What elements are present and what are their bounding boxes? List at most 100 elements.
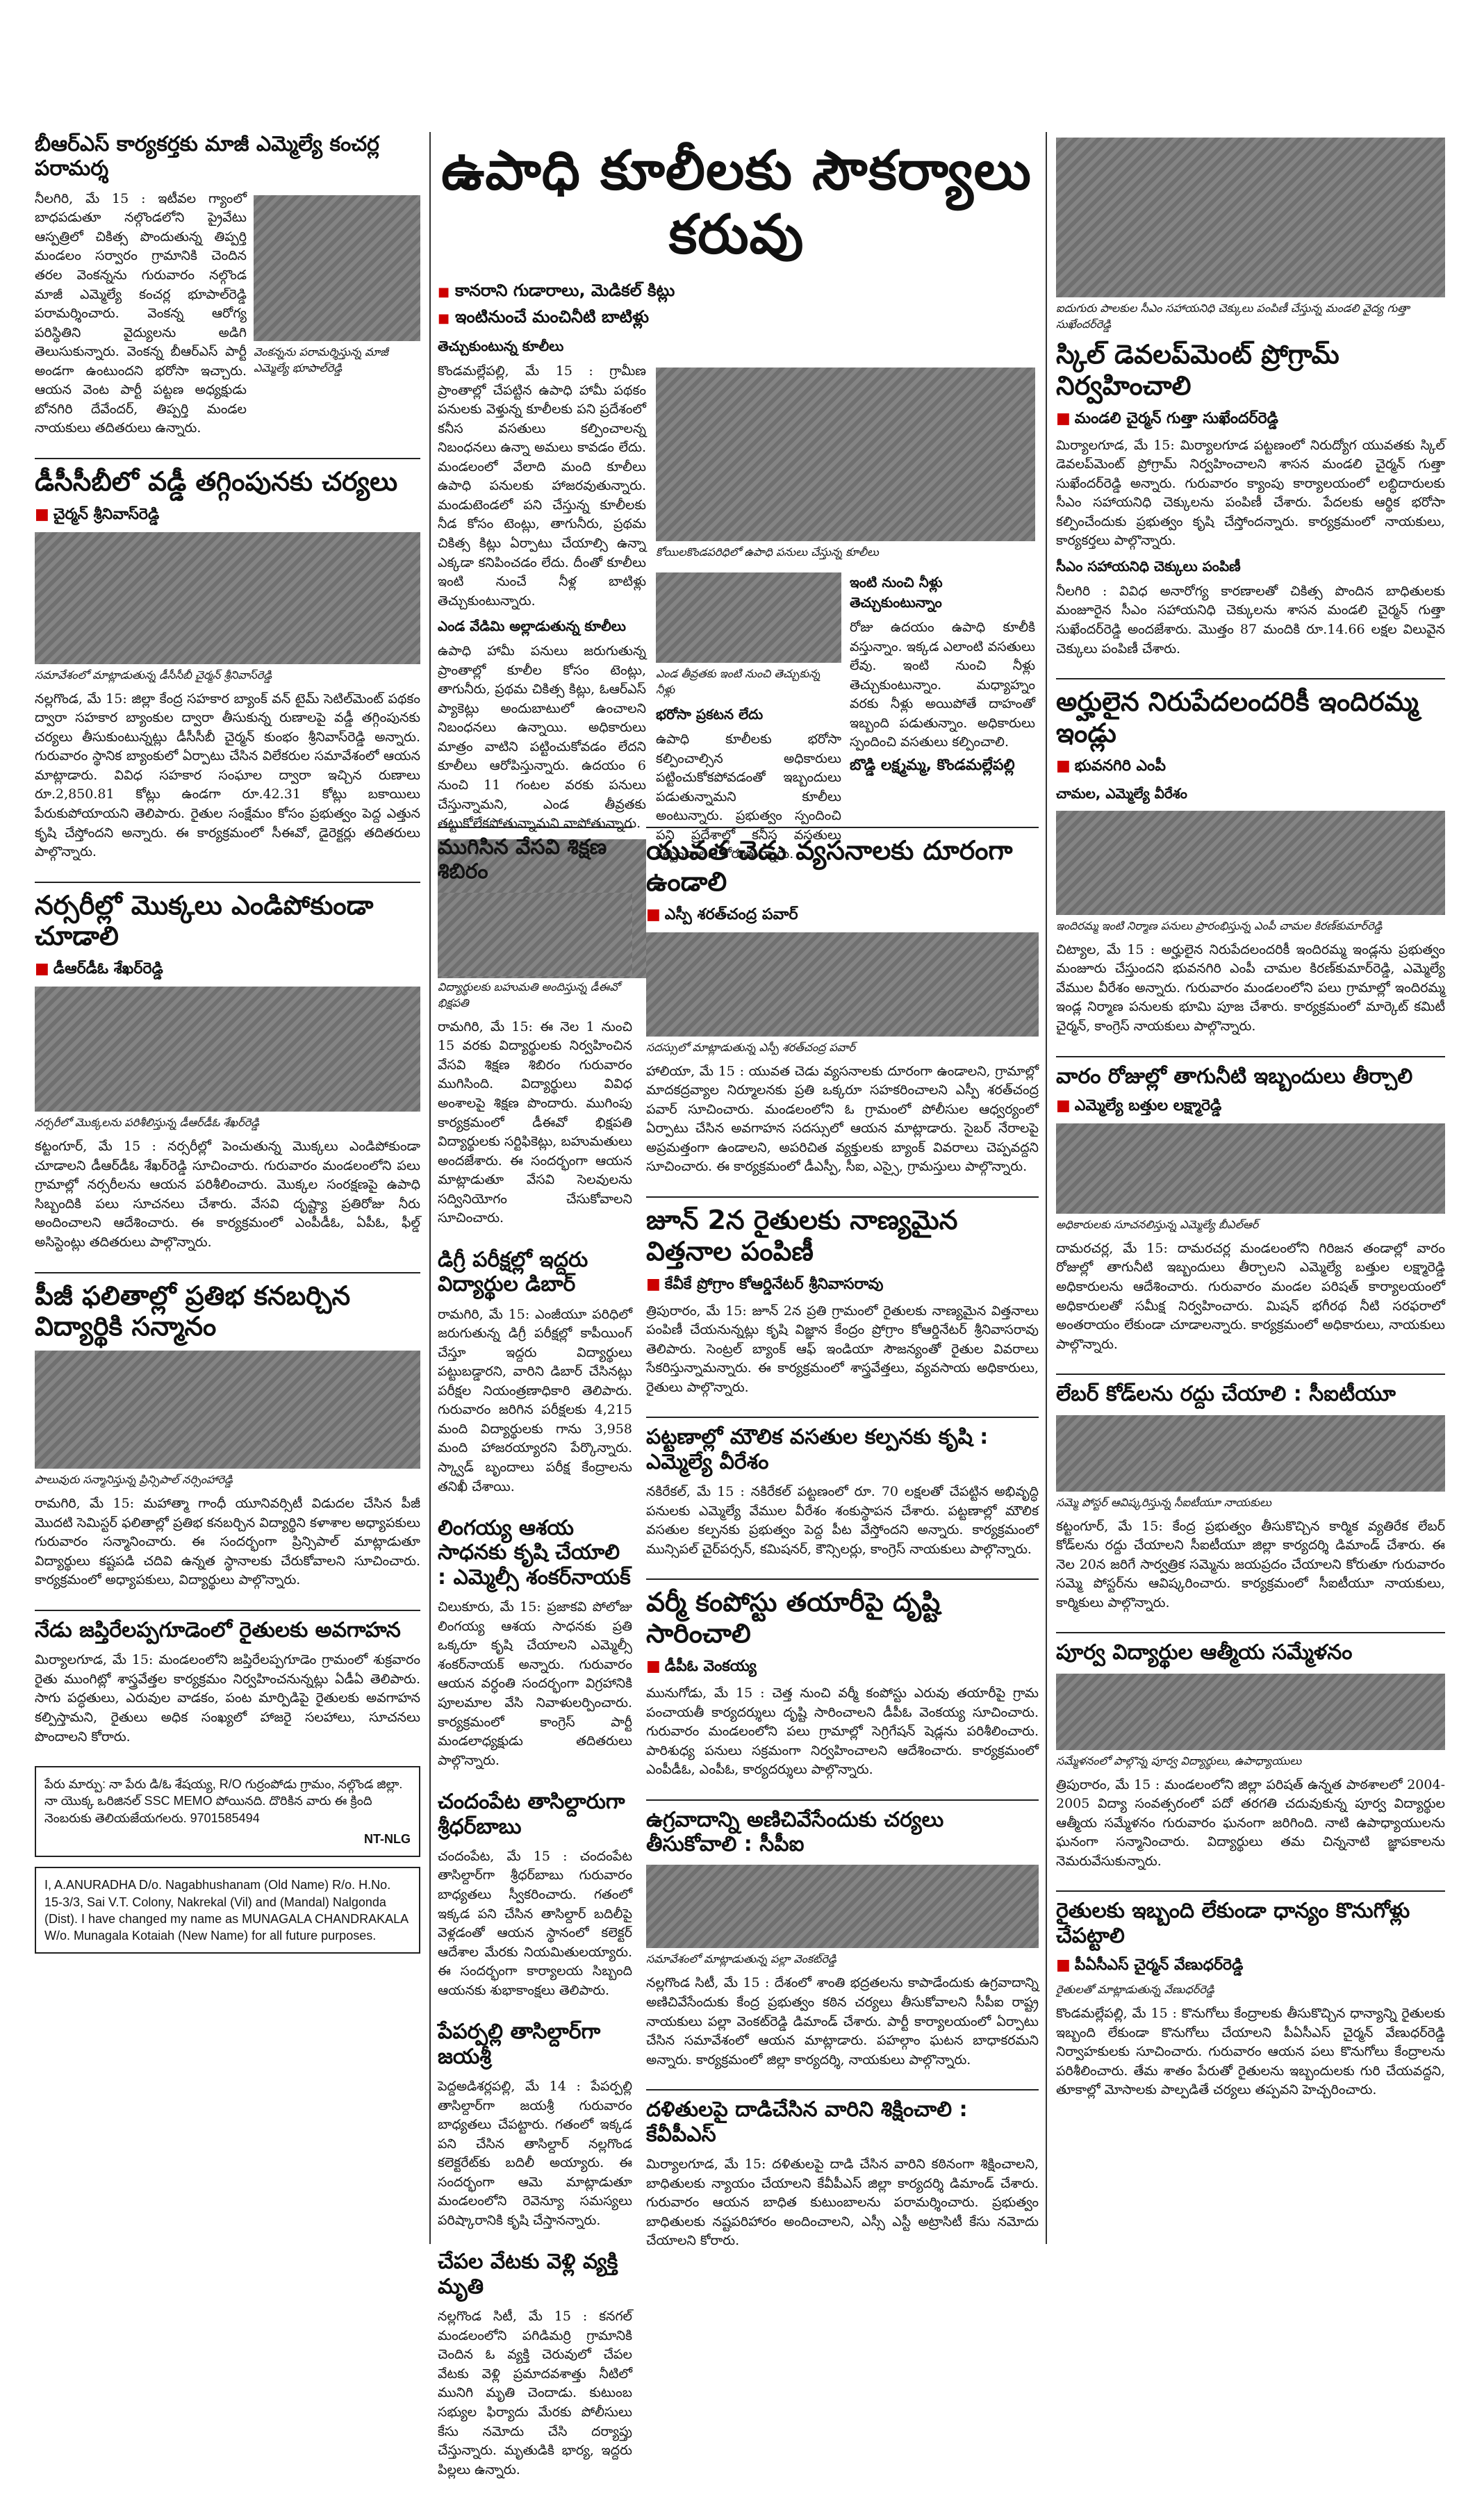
news-photo bbox=[656, 572, 841, 663]
bullet-icon: ■ bbox=[35, 960, 49, 978]
headline: నేడు జప్తిరేలప్పగూడెంలో రైతులకు అవగాహన bbox=[35, 1617, 401, 1642]
headline: ఉగ్రవాదాన్ని అణిచివేసేందుకు చర్యలు తీసుక… bbox=[646, 1807, 944, 1857]
article-kancharla: బీఆర్ఎస్ కార్యకర్తకు మాజీ ఎమ్మెల్యే కంచర… bbox=[35, 132, 420, 438]
article-chandampet: చందంపేట తాసిల్దారుగా శ్రీధర్‌బాబు చందంపే… bbox=[438, 1790, 632, 2000]
article-urban-infra: పట్టణాల్లో మౌలిక వసతుల కల్పనకు కృషి : ఎమ… bbox=[646, 1425, 1039, 1559]
article-body: కట్టంగూర్, మే 15: కేంద్ర ప్రభుత్వం తీసుక… bbox=[1056, 1518, 1445, 1610]
byline: ■చైర్మన్ శ్రీనివాస్‌రెడ్డి bbox=[35, 505, 160, 523]
lead-body: రోజు ఉదయం ఉపాధి కూలీకి వస్తున్నాం. ఇక్కడ… bbox=[850, 620, 1035, 750]
article-body: కట్టంగూర్, మే 15 : నర్సరీల్లో పెంచుతున్న… bbox=[35, 1139, 420, 1251]
headline: దళితులపై దాడిచేసిన వారిని శిక్షించాలి : … bbox=[646, 2097, 968, 2147]
right-column: ఐదుగురు పాలకుల సీఎం సహాయనిధి చెక్కులు పం… bbox=[1056, 132, 1445, 2120]
article-grain-procurement: రైతులకు ఇబ్బంది లేకుండా ధాన్యం కొనుగోళ్ల… bbox=[1056, 1899, 1445, 2100]
lead-subhead: భరోసా ప్రకటన లేదు bbox=[656, 706, 764, 723]
news-photo bbox=[35, 987, 420, 1112]
divider bbox=[646, 1196, 1039, 1198]
lead-body: కొండమల్లేపల్లి, మే 15 : గ్రామీణ ప్రాంతాల… bbox=[438, 363, 646, 609]
lead-subhead: ఎండ వేడిమి అల్లాడుతున్న కూలీలు bbox=[438, 618, 626, 635]
lead-subhead: ఇంటి నుంచి నీళ్లు తెచ్చుకుంటున్నాం bbox=[850, 574, 943, 611]
news-photo bbox=[254, 195, 420, 341]
article-degree-debar: డిగ్రీ పరీక్షల్లో ఇద్దరు విద్యార్థుల డిబ… bbox=[438, 1248, 632, 1496]
bullet-icon: ■ bbox=[1056, 1956, 1071, 1974]
byline: ■డీఆర్‌డీఓ శేఖర్‌రెడ్డి bbox=[35, 960, 163, 978]
divider bbox=[35, 1271, 420, 1273]
ad-text: I, A.ANURADHA D/o. Nagabhushanam (Old Na… bbox=[44, 1878, 409, 1943]
headline: అర్హులైన నిరుపేదలందరికీ ఇందిరమ్మ ఇండ్లు bbox=[1056, 686, 1419, 748]
article-body: రామగిరి, మే 15: ఎంజీయూ పరిధిలో జరుగుతున్… bbox=[438, 1306, 632, 1494]
headline: లేబర్ కోడ్‌లను రద్దు చేయాలి : సీఐటీయూ bbox=[1056, 1382, 1396, 1407]
article-summer-camp: ముగిసిన వేసవి శిక్షణ శిబిరం విద్యార్థులక… bbox=[438, 835, 632, 1228]
headline: లింగయ్య ఆశయ సాధనకు కృషి చేయాలి : ఎమ్మెల్… bbox=[438, 1516, 631, 1590]
lead-bullet: కానరాని గుడారాలు, మెడికల్ కిట్లు bbox=[438, 281, 1035, 304]
article-body: నకిరేకల్, మే 15 : నకిరేకల్ పట్టణంలో రూ. … bbox=[646, 1484, 1039, 1557]
article-body: చిలుకూరు, మే 15: ప్రజాకవి పోలోజు లింగయ్య… bbox=[438, 1599, 632, 1768]
article-seeds: జూన్ 2న రైతులకు నాణ్యమైన విత్తనాల పంపిణీ… bbox=[646, 1205, 1039, 1397]
byline: ■భువనగిరి ఎంపీ bbox=[1056, 757, 1166, 775]
headline: స్కిల్ డెవలప్‌మెంట్ ప్రోగ్రామ్ నిర్వహించ… bbox=[1056, 339, 1339, 401]
news-photo bbox=[1056, 1123, 1445, 1214]
headline: నర్సరీల్లో మొక్కలు ఎండిపోకుండా చూడాలి bbox=[35, 889, 374, 952]
news-photo bbox=[35, 1351, 420, 1469]
photo-caption: అధికారులకు సూచనలిస్తున్న ఎమ్మెల్యే బీఎల్… bbox=[1056, 1217, 1259, 1231]
headline: చందంపేట తాసిల్దారుగా శ్రీధర్‌బాబు bbox=[438, 1790, 625, 1839]
byline: ■డీపీఓ వెంకయ్య bbox=[646, 1657, 757, 1675]
article-indiramma: అర్హులైన నిరుపేదలందరికీ ఇందిరమ్మ ఇండ్లు … bbox=[1056, 686, 1445, 1036]
headline: వర్మీ కంపోస్టు తయారీపై దృష్టి సారించాలి bbox=[646, 1587, 941, 1649]
article-kvps: దళితులపై దాడిచేసిన వారిని శిక్షించాలి : … bbox=[646, 2097, 1039, 2251]
byline: ■ఎమ్మెల్యే బత్తుల లక్ష్మారెడ్డి bbox=[1056, 1096, 1222, 1114]
article-body: మిర్యాలగూడ, మే 15: మండలంలోని జప్తిరేలప్ప… bbox=[35, 1652, 420, 1745]
headline: పూర్వ విద్యార్థుల ఆత్మీయ సమ్మేళనం bbox=[1056, 1640, 1353, 1665]
headline: రైతులకు ఇబ్బంది లేకుండా ధాన్యం కొనుగోళ్ల… bbox=[1056, 1899, 1410, 1948]
headline: పీజీ ఫలితాల్లో ప్రతిభ కనబర్చిన విద్యార్థ… bbox=[35, 1280, 351, 1342]
classified-ad-memo: పేరు మార్పు: నా పేరు డి/ఓ శేషయ్య, R/O గు… bbox=[35, 1766, 420, 1858]
news-photo bbox=[1056, 138, 1445, 297]
bullet-icon: ■ bbox=[35, 505, 49, 523]
divider bbox=[1056, 1890, 1445, 1892]
divider bbox=[1056, 678, 1445, 680]
article-citu: లేబర్ కోడ్‌లను రద్దు చేయాలి : సీఐటీయూ సమ… bbox=[1056, 1382, 1445, 1613]
article-body: మిర్యాలగూడ, మే 15: మిర్యాలగూడ పట్టణంలో న… bbox=[1056, 437, 1445, 549]
middle-right-column: యువత చెడు వ్యసనాలకు దూరంగా ఉండాలి ■ఎస్పీ… bbox=[646, 820, 1039, 2270]
article-body: హాలియా, మే 15 : యువత చెడు వ్యసనాలకు దూరం… bbox=[646, 1063, 1039, 1175]
article-cpi: ఉగ్రవాదాన్ని అణిచివేసేందుకు చర్యలు తీసుక… bbox=[646, 1808, 1039, 2070]
subhead: చామల, ఎమ్మెల్యే వీరేశం bbox=[1056, 784, 1187, 802]
photo-caption: రైతులతో మాట్లాడుతున్న వేణుధర్‌రెడ్డి bbox=[1056, 1983, 1214, 1997]
middle-left-column: ముగిసిన వేసవి శిక్షణ శిబిరం విద్యార్థులక… bbox=[438, 820, 632, 2499]
divider bbox=[646, 827, 1039, 828]
column-divider bbox=[429, 132, 431, 2244]
headline: జూన్ 2న రైతులకు నాణ్యమైన విత్తనాల పంపిణీ bbox=[646, 1204, 958, 1267]
divider bbox=[646, 1799, 1039, 1801]
divider bbox=[646, 1578, 1039, 1581]
article-body: నల్లగొండ సిటీ, మే 15 : దేశంలో శాంతి భద్ర… bbox=[646, 1975, 1039, 2068]
lead-subbullet: తెచ్చుకుంటున్న కూలీలు bbox=[438, 338, 564, 355]
lead-body: ఉపాధి కూలీలకు భరోసా కల్పించాల్సిన అధికార… bbox=[656, 732, 841, 862]
divider bbox=[1056, 1632, 1445, 1634]
headline: డిగ్రీ పరీక్షల్లో ఇద్దరు విద్యార్థుల డిబ… bbox=[438, 1247, 588, 1297]
article-body: త్రిపురారం, మే 15: జూన్ 2న ప్రతి గ్రామంల… bbox=[646, 1303, 1039, 1395]
headline: వారం రోజుల్లో తాగునీటి ఇబ్బందులు తీర్చాల… bbox=[1056, 1064, 1413, 1089]
photo-caption: సమావేశంలో మాట్లాడుతున్న పల్లా వెంకట్‌రెడ… bbox=[646, 1952, 836, 1966]
bullet-icon: ■ bbox=[1056, 409, 1071, 427]
bullet-icon: ■ bbox=[646, 1275, 661, 1293]
article-body: నీలగిరి, మే 15 : ఇటీవల గ్యాంలో బాధపడుతూ … bbox=[35, 190, 247, 436]
divider bbox=[35, 1609, 420, 1611]
ad-tag: NT-NLG bbox=[364, 1831, 411, 1846]
news-photo bbox=[646, 1865, 1039, 1949]
article-youth: యువత చెడు వ్యసనాలకు దూరంగా ఉండాలి ■ఎస్పీ… bbox=[646, 835, 1039, 1177]
article-farmers-awareness: నేడు జప్తిరేలప్పగూడెంలో రైతులకు అవగాహన మ… bbox=[35, 1618, 420, 1747]
article-vermicompost: వర్మీ కంపోస్టు తయారీపై దృష్టి సారించాలి … bbox=[646, 1587, 1039, 1779]
photo-caption: ఇందిరమ్మ ఇంటి నిర్మాణ పనులు ప్రారంభిస్తు… bbox=[1056, 918, 1383, 932]
news-photo bbox=[1056, 810, 1445, 915]
photo-caption: సమ్మేళనంలో పాల్గొన్న పూర్వ విద్యార్థులు,… bbox=[1056, 1754, 1302, 1767]
photo-caption: సమావేశంలో మాట్లాడుతున్న డీసీసీబీ చైర్మన్… bbox=[35, 668, 272, 682]
article-body: రామగిరి, మే 15: ఈ నెల 1 నుంచి 15 వరకు వి… bbox=[438, 1018, 632, 1226]
photo-caption: పాలువురు సన్మానిస్తున్న ప్రిన్సిపాల్ నర్… bbox=[35, 1473, 233, 1487]
photo-caption: ఎండ తీవ్రతకు ఇంటి నుంచి తెచ్చుకున్న నీళ్… bbox=[656, 667, 821, 697]
byline: ■కేవీకే ప్రోగ్రాం కోఆర్డినేటర్ శ్రీనివాస… bbox=[646, 1275, 884, 1293]
ad-text: పేరు మార్పు: నా పేరు డి/ఓ శేషయ్య, R/O గు… bbox=[44, 1777, 403, 1825]
headline: చేపల వేటకు వెళ్లి వ్యక్తి మృతి bbox=[438, 2250, 618, 2299]
news-photo bbox=[1056, 1673, 1445, 1750]
news-photo bbox=[646, 932, 1039, 1037]
lead-bullet: ఇంటినుంచే మంచినీటి బాటిళ్లు bbox=[438, 307, 1035, 331]
lead-body: ఉపాధి హామీ పనులు జరుగుతున్న ప్రాంతాల్లో … bbox=[438, 643, 646, 832]
